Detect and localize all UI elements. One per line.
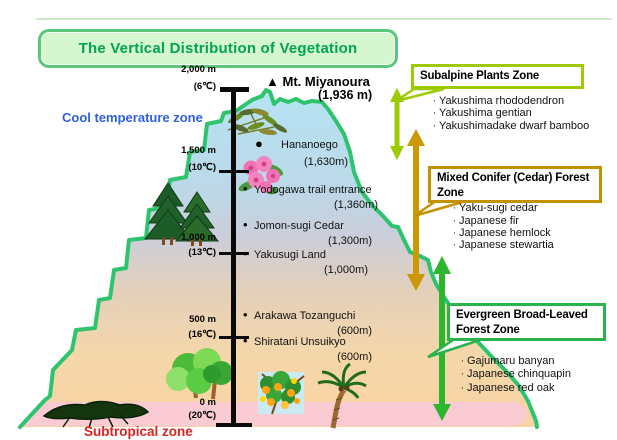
place-bullet: • (243, 181, 248, 196)
place-bullet: • (243, 333, 248, 348)
item-bullet: · (432, 107, 437, 119)
mountain-shape (20, 90, 537, 427)
item-text: Japanese fir (459, 215, 519, 227)
top-divider-line (36, 18, 612, 20)
summit-label: ▲ Mt. Miyanoura (266, 74, 370, 89)
item-text: Yakushima gentian (439, 107, 532, 119)
conifer-range-arrow (407, 129, 425, 291)
callout-list-item: ·Japanese stewartia (450, 239, 554, 251)
item-text: Japanese chinquapin (467, 368, 571, 380)
tick-temp-2000: (6℃) (193, 81, 216, 92)
item-bullet: · (460, 355, 465, 367)
place-bullet: ● (255, 136, 263, 151)
callout-title: Subalpine Plants Zone (420, 70, 540, 82)
tick-elev-500: 500 m (189, 314, 216, 325)
place-bullet: • (243, 217, 248, 232)
tick-temp-1000: (13℃) (188, 247, 216, 258)
summit-triangle-icon: ▲ (266, 74, 279, 89)
item-text: Yaku-sugi cedar (459, 202, 538, 214)
elevation-axis (216, 87, 252, 427)
item-text: Yakushima rhododendron (439, 95, 565, 107)
place-bullet: • (243, 246, 248, 261)
tick-temp-1500: (10℃) (188, 162, 216, 173)
subalpine-callout-tail (395, 87, 445, 103)
place-elevation: (600m) (337, 351, 372, 363)
conifer-trees-icon (143, 182, 220, 246)
tick-elev-0: 0 m (199, 397, 216, 408)
page-title: The Vertical Distribution of Vegetation (78, 40, 358, 57)
item-bullet: · (432, 120, 437, 132)
callout-list-item: ·Yaku-sugi cedar (450, 202, 538, 214)
callout-list-item: ·Japanese fir (450, 215, 519, 227)
subtropical-zone-label: Subtropical zone (84, 424, 193, 439)
place-name: Yakusugi Land (254, 249, 326, 261)
callout-subalpine-zone: Subalpine Plants Zone (411, 64, 584, 89)
callout-list-item: ·Japanese chinquapin (458, 368, 571, 380)
callout-list-item: ·Yakushimadake dwarf bamboo (430, 120, 590, 132)
rhododendron-flower-icon (238, 156, 284, 195)
callout-list-item: ·Japanese hemlock (450, 227, 551, 239)
callout-evergreen-zone: Evergreen Broad-Leaved Forest Zone (447, 303, 606, 341)
place-name: Yodogawa trail entrance (254, 184, 372, 196)
item-bullet: · (452, 215, 457, 227)
tick-temp-500: (16℃) (188, 329, 216, 340)
tick-elev-2000: 2,000 m (181, 64, 216, 75)
mountain-outline (18, 88, 539, 429)
item-text: Japanese red oak (467, 382, 555, 394)
callout-title: Mixed Conifer (Cedar) Forest Zone (437, 172, 590, 199)
item-text: Japanese stewartia (459, 239, 554, 251)
callout-list-item: ·Gajumaru banyan (458, 355, 555, 367)
banyan-tree-icon (42, 400, 150, 429)
place-name: Hananoego (281, 139, 338, 151)
item-bullet: · (460, 368, 465, 380)
place-elevation: (1,630m) (303, 156, 348, 168)
summit-elevation: (1,936 m) (318, 88, 373, 102)
tick-elev-1000: 1,000 m (181, 232, 216, 243)
place-name: Shiratani Unsuikyo (254, 336, 346, 348)
place-elevation: (1,300m) (327, 235, 372, 247)
diagram-title-box: The Vertical Distribution of Vegetation (38, 29, 398, 68)
callout-title: Evergreen Broad-Leaved Forest Zone (456, 309, 588, 336)
item-bullet: · (452, 227, 457, 239)
item-text: Gajumaru banyan (467, 355, 555, 367)
palm-tree-icon (317, 362, 367, 429)
item-bullet: · (460, 382, 465, 394)
callout-list-item: ·Yakushima rhododendron (430, 95, 565, 107)
callout-conifer-zone: Mixed Conifer (Cedar) Forest Zone (428, 166, 602, 203)
callout-list-item: ·Yakushima gentian (430, 107, 532, 119)
place-bullet: • (243, 307, 248, 322)
place-elevation: (600m) (337, 325, 372, 337)
place-elevation: (1,000m) (323, 264, 368, 276)
item-bullet: · (432, 95, 437, 107)
cool-temperature-zone-label: Cool temperature zone (62, 110, 203, 125)
item-text: Japanese hemlock (459, 227, 551, 239)
evergreen-range-arrow (433, 256, 451, 421)
tick-elev-1500: 1,500 m (181, 145, 216, 156)
broadleaf-trees-icon (166, 348, 233, 400)
citrus-tree-icon (258, 371, 305, 415)
item-text: Yakushimadake dwarf bamboo (439, 120, 590, 132)
place-elevation: (1,360m) (333, 199, 378, 211)
item-bullet: · (452, 202, 457, 214)
tick-temp-0: (20℃) (188, 410, 216, 421)
place-name: Arakawa Tozanguchi (254, 310, 356, 322)
summit-name: Mt. Miyanoura (282, 74, 370, 89)
place-name: Jomon-sugi Cedar (254, 220, 344, 232)
callout-list-item: ·Japanese red oak (458, 382, 555, 394)
item-bullet: · (452, 239, 457, 251)
